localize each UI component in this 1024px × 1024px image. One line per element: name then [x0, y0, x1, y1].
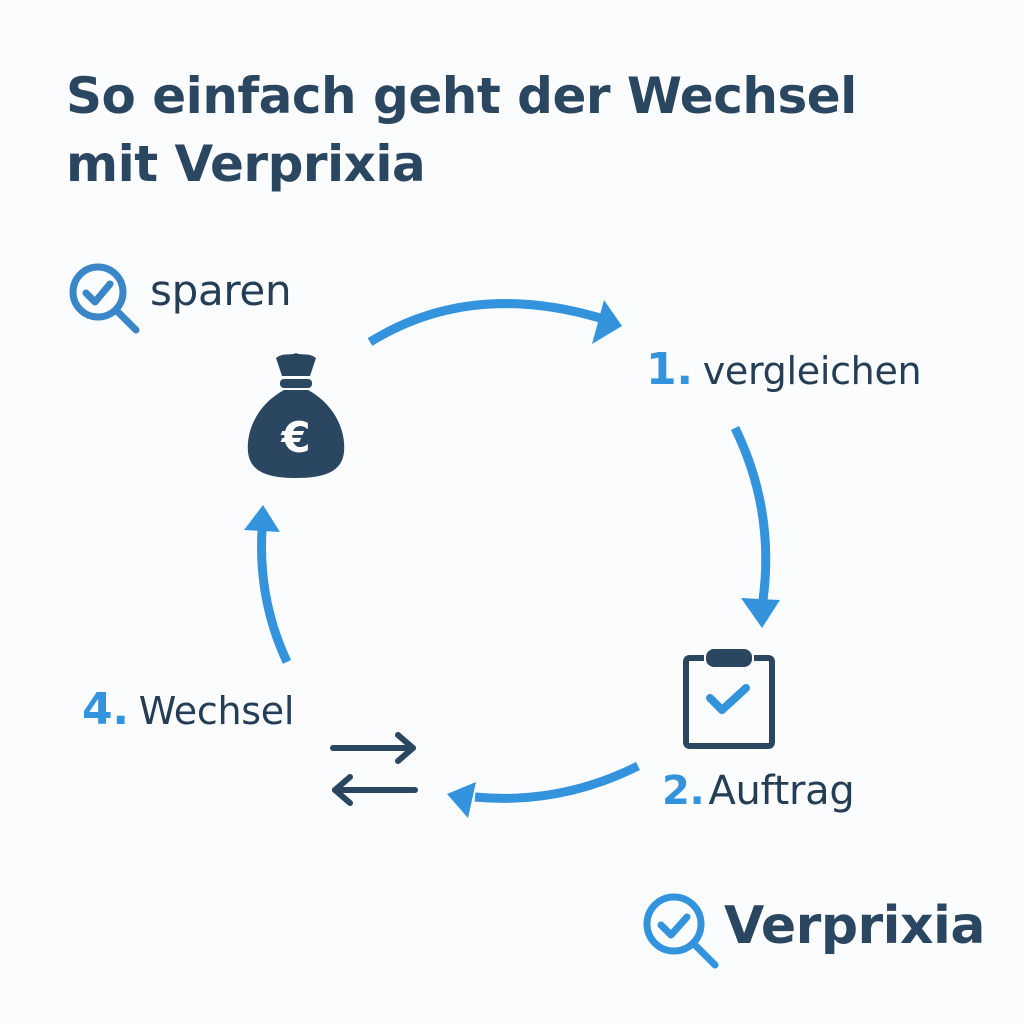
title-line-2: mit Verprixia — [66, 135, 426, 193]
step-1-number: 1. — [646, 344, 693, 395]
step-2-text: Auftrag — [708, 768, 855, 814]
step-1-text: vergleichen — [702, 349, 922, 393]
magnifier-check-icon — [69, 263, 140, 334]
step-4-label: 4.Wechsel — [82, 684, 294, 735]
step-sparen-label: sparen — [150, 266, 292, 315]
arrow-wechsel-to-sparen — [244, 505, 292, 664]
swap-arrows-icon — [330, 732, 418, 806]
arrow-auftrag-to-wechsel — [447, 761, 641, 818]
arrow-sparen-to-vergleichen — [367, 299, 622, 346]
euro-symbol: € — [280, 413, 310, 462]
title-line-1: So einfach geht der Wechsel — [66, 67, 857, 125]
step-2-number: 2. — [662, 768, 705, 814]
clipboard-check-icon — [683, 649, 775, 749]
step-2-label: 2.Auftrag — [662, 768, 855, 814]
step-1-label: 1.vergleichen — [646, 344, 922, 395]
step-label-text: sparen — [150, 266, 292, 315]
brand-logo-icon — [643, 893, 719, 969]
page-title: So einfach geht der Wechsel mit Verprixi… — [66, 62, 857, 198]
money-bag-euro-icon: € — [247, 353, 345, 478]
brand-name: Verprixia — [724, 896, 985, 956]
step-4-text: Wechsel — [138, 689, 295, 733]
step-4-number: 4. — [82, 684, 129, 735]
arrow-vergleichen-to-auftrag — [730, 426, 780, 628]
